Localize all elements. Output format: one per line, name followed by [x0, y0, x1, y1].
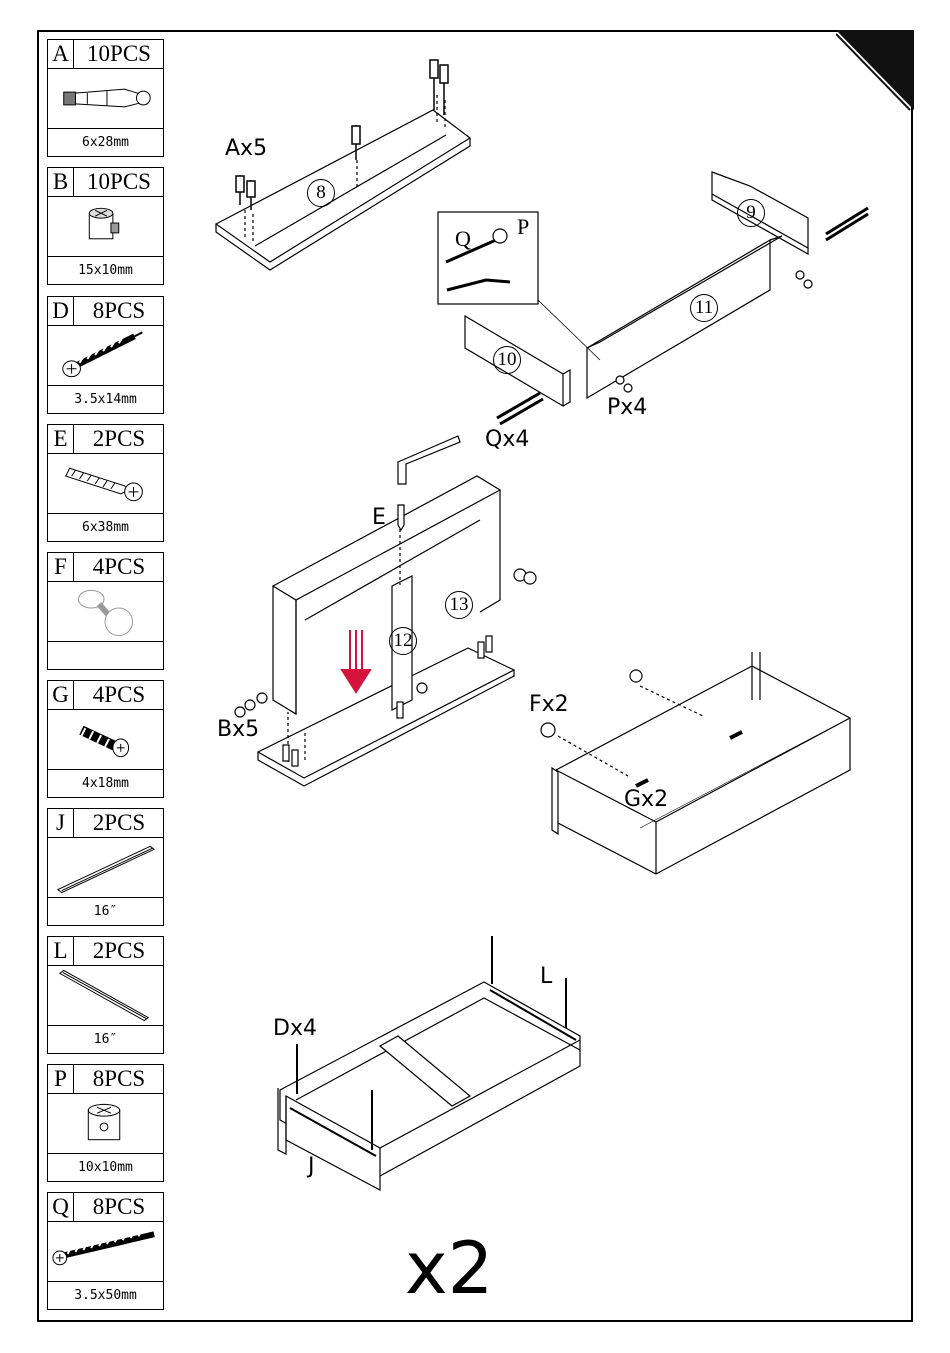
- panel-11-number: 11: [690, 294, 718, 322]
- inset-q-label: Q: [455, 228, 471, 250]
- repeat-multiplier: x2: [405, 1228, 493, 1308]
- inset-p-label: P: [517, 216, 529, 238]
- panel-12-number: 12: [389, 627, 417, 655]
- drawer-box: [541, 652, 850, 874]
- panel-13-number: 13: [445, 591, 473, 619]
- down-arrow: [342, 630, 370, 692]
- knob-screw-quantity-label: Gx2: [624, 789, 668, 811]
- barrel-nut-quantity-label: Px4: [607, 397, 647, 419]
- panel-8-group: [216, 60, 470, 270]
- frame-9-10-11: [438, 172, 868, 424]
- cam-lock-quantity-label: Bx5: [217, 719, 259, 741]
- allen-key: [398, 436, 460, 484]
- panel-8-number: 8: [307, 179, 335, 207]
- drawer-rail-label: J: [308, 1156, 315, 1178]
- panel-10-number: 10: [493, 346, 521, 374]
- knob-quantity-label: Fx2: [529, 694, 569, 716]
- panel-9-number: 9: [737, 199, 765, 227]
- cam-bolt-quantity-label: Ax5: [225, 138, 267, 160]
- cabinet-rails: [278, 936, 580, 1190]
- screw-quantity-label: Dx4: [273, 1018, 317, 1040]
- cabinet-rail-label: L: [540, 966, 552, 988]
- confirmat-screw-label: E: [372, 507, 386, 529]
- long-screw-quantity-label: Qx4: [485, 429, 529, 451]
